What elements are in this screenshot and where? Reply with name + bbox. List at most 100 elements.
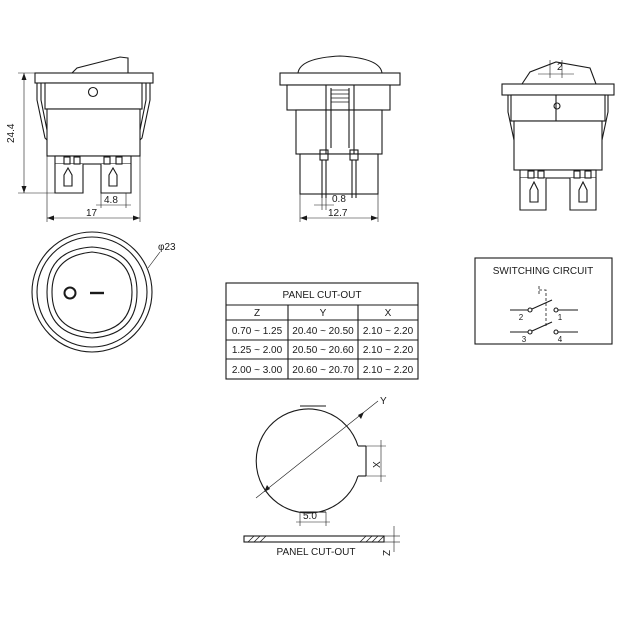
table-cell: 2.00 ~ 3.00: [232, 365, 283, 376]
arrow-fl: [300, 215, 307, 221]
side-view: 24.4 17 4.8: [6, 56, 154, 222]
circuit-node: [527, 307, 533, 313]
dim-diameter-label: φ23: [158, 242, 176, 253]
cutout-circle: [255, 408, 359, 514]
terminal-label-3: 3: [522, 335, 527, 344]
terminal-right: [100, 164, 132, 194]
arrow-up: [21, 73, 27, 80]
terminal-base: [54, 155, 132, 165]
hatch: [377, 535, 385, 543]
panel-cutout-shape: Y X 5.0: [255, 396, 387, 526]
terminal-hole-left: [63, 166, 73, 187]
table-cell: 2.10 ~ 2.20: [363, 365, 414, 376]
panel-section: Z PANEL CUT-OUT: [243, 526, 400, 558]
circuit-border: [474, 257, 613, 345]
off-symbol: [63, 286, 77, 300]
outer-ring: [31, 231, 153, 353]
t2-tab-4: [584, 170, 592, 179]
circuit-blade-upper: [531, 299, 553, 310]
table-header-z: Z: [254, 308, 260, 319]
clip-2-right: [601, 95, 609, 141]
table-cell: 20.40 ~ 20.50: [292, 326, 354, 337]
terminal-base-2: [519, 169, 597, 179]
arrow-left: [47, 215, 54, 221]
table-header-y: Y: [320, 308, 327, 319]
left-clip-outer: [36, 83, 48, 141]
panel-cutout-caption: PANEL CUT-OUT: [277, 547, 356, 558]
table-header-x: X: [385, 308, 392, 319]
rocker-face-outline: [46, 246, 138, 339]
dim-front-width-label: 12.7: [328, 208, 348, 219]
dim-spacing-label: 4.8: [104, 195, 118, 206]
dim-gap-label: 5.0: [303, 511, 317, 522]
dim-thickness-label: 0.8: [332, 194, 346, 205]
dim-offset-label: 2: [557, 62, 563, 73]
table-cell: 1.25 ~ 2.00: [232, 345, 283, 356]
circuit-title: SWITCHING CIRCUIT: [493, 266, 594, 277]
dim-diameter-leader: [147, 251, 161, 269]
circuit-actuator-link: [539, 289, 547, 328]
pivot-2: [553, 102, 561, 110]
terminal-2-hole-right: [578, 180, 588, 203]
side-view-2: 2: [501, 60, 615, 211]
circuit-node: [527, 329, 533, 335]
terminal-label-2: 2: [519, 313, 524, 322]
t2-tab-3: [573, 170, 581, 179]
terminal-tab-4: [115, 156, 123, 165]
hatch: [365, 535, 373, 543]
terminal-2-right: [569, 178, 597, 211]
dim-z-label: Z: [382, 550, 393, 556]
flange: [34, 72, 154, 84]
hatch: [253, 535, 261, 543]
top-view: φ23: [31, 231, 176, 353]
circuit-node: [553, 307, 559, 313]
hatch: [371, 535, 379, 543]
front-flange: [279, 72, 401, 86]
table-cell: 20.60 ~ 20.70: [292, 365, 354, 376]
front-body-lower: [295, 109, 383, 155]
right-clip-outer: [139, 83, 151, 141]
dim-x-label: X: [372, 461, 383, 468]
circuit-blade-lower: [531, 321, 553, 332]
body-lower-2: [513, 120, 603, 171]
arrow-right: [133, 215, 140, 221]
dim-y-line: [255, 400, 379, 499]
hatch: [359, 535, 367, 543]
arrow-y-start: [264, 485, 270, 492]
body-lower: [46, 108, 141, 157]
terminal-tab-3: [103, 156, 111, 165]
t2-tab-2: [537, 170, 545, 179]
right-clip: [139, 83, 147, 131]
terminal-hole-right: [108, 166, 118, 187]
arrow-fr: [371, 215, 378, 221]
clip-2-left: [507, 95, 515, 141]
table-cell: 0.70 ~ 1.25: [232, 326, 283, 337]
table-cell: 20.50 ~ 20.60: [292, 345, 354, 356]
table-border: [225, 282, 419, 380]
table-cell: 2.10 ~ 2.20: [363, 345, 414, 356]
front-body-upper: [286, 84, 391, 111]
terminal-tab-1: [63, 156, 71, 165]
dome-cap: [297, 55, 383, 74]
hatch: [259, 535, 267, 543]
terminal-2-hole-left: [529, 180, 539, 203]
front-terminal-housing: [299, 153, 379, 195]
dim-y-label: Y: [380, 396, 387, 407]
arrow-y-end: [358, 412, 364, 419]
terminal-2-left: [519, 178, 547, 211]
left-clip: [40, 83, 48, 131]
terminal-left: [54, 164, 84, 194]
arrow-down: [21, 186, 27, 193]
table-title: PANEL CUT-OUT: [283, 290, 362, 301]
switching-circuit: SWITCHING CIRCUIT 2 1 3 4: [474, 257, 613, 345]
dim-height-label: 24.4: [6, 123, 17, 143]
front-term-tab-1: [319, 149, 329, 161]
panel-cutout-table: PANEL CUT-OUT Z Y X 0.70 ~ 1.25 20.40 ~ …: [225, 282, 419, 380]
dim-width-label: 17: [86, 208, 98, 219]
flange-2: [501, 83, 615, 96]
circuit-node: [553, 329, 559, 335]
table-cell: 2.10 ~ 2.20: [363, 326, 414, 337]
panel-plate: [243, 535, 385, 543]
